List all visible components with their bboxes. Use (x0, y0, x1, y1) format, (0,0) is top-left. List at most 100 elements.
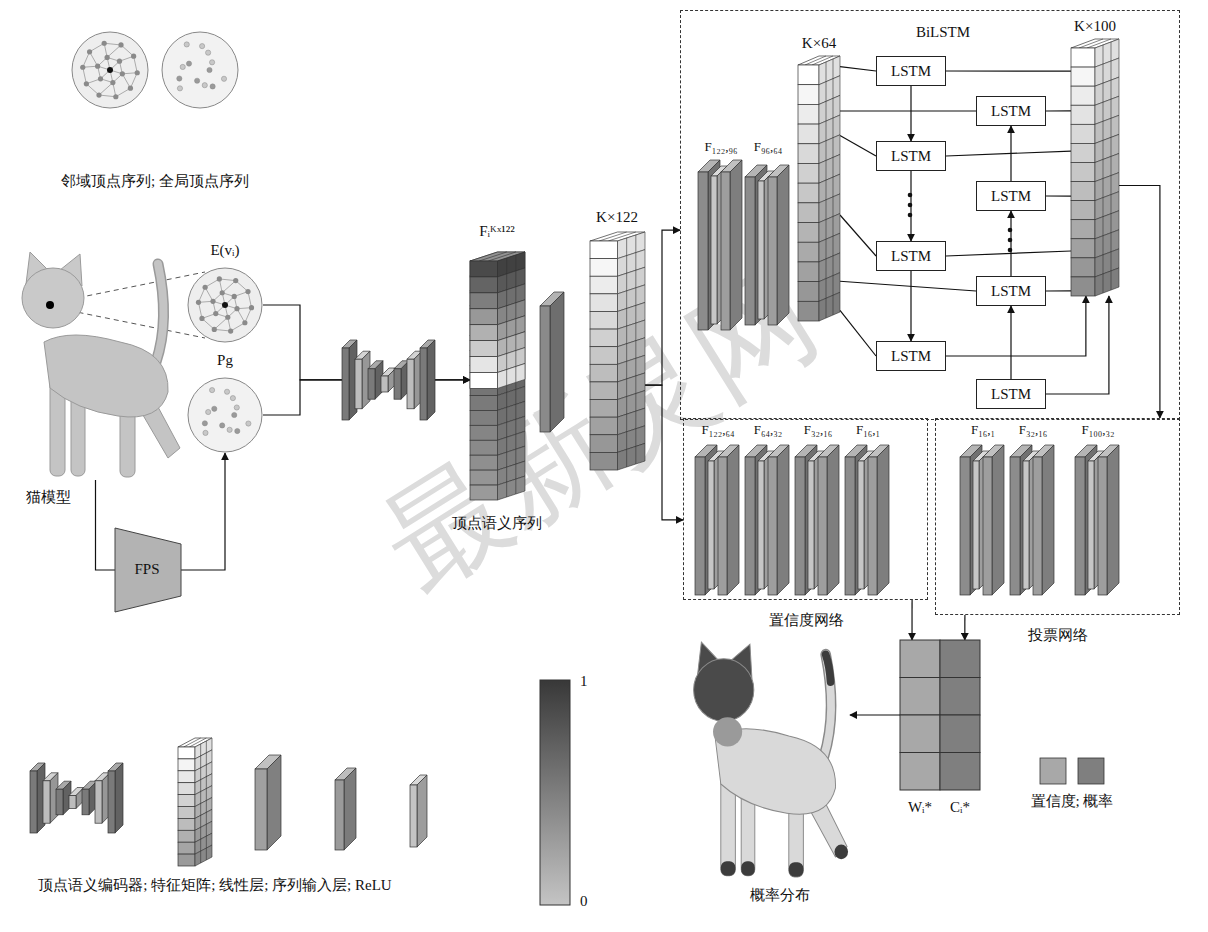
fps-trapezoid: FPS (115, 528, 181, 612)
matrix-cell (470, 261, 498, 276)
mesh-vertex (233, 278, 238, 283)
sample-point (209, 388, 214, 393)
lstm-box: LSTM (976, 276, 1046, 306)
layer-plate-front (1098, 457, 1107, 595)
layer-plate-front (960, 457, 970, 595)
legend-text: 置信度; 概率 (1031, 792, 1114, 810)
layer-plate-side (777, 165, 789, 325)
matrix-cell (470, 309, 498, 325)
layer-plate-front (758, 181, 764, 319)
feature-matrix-shape (590, 232, 645, 470)
layer-plate-side (550, 292, 564, 432)
node-label: F₁₆,₁ (971, 422, 995, 438)
sample-point (210, 84, 215, 89)
cat-paw (721, 861, 736, 876)
matrix-cell (798, 163, 819, 183)
node-label: F₃₂,₁₆ (804, 422, 833, 438)
node-label: E(vᵢ) (210, 241, 239, 259)
matrix-cell (1071, 48, 1095, 67)
layer-plate-front (698, 172, 708, 330)
sample-point (186, 61, 191, 66)
matrix-cell (470, 293, 498, 309)
sample-point (246, 421, 251, 426)
cat-figure (694, 642, 848, 877)
mesh-vertex (131, 54, 136, 59)
neighborhood-circle-shape (187, 267, 263, 343)
layer-plate-front (711, 176, 717, 324)
matrix-cell (470, 485, 498, 500)
connector (946, 151, 1071, 156)
matrix-cell (178, 747, 195, 759)
matrix-side (498, 363, 526, 388)
mesh-vertex (102, 41, 107, 46)
node-label: 投票网络 (1028, 626, 1088, 644)
lstm-label: LSTM (991, 102, 1031, 120)
sample-point (206, 409, 211, 414)
mesh-vertex (118, 42, 123, 47)
connector (1046, 110, 1071, 111)
feature-matrix-shape (470, 252, 525, 500)
confidence-cell (900, 640, 940, 678)
sample-point (199, 44, 204, 49)
layer-plate-side (344, 768, 356, 850)
sample-point (234, 405, 239, 410)
mesh-vertex (105, 55, 110, 60)
cat-body (44, 335, 168, 417)
node-label: Wᵢ* (908, 798, 932, 816)
mesh-vertex (203, 285, 208, 290)
matrix-grid (1111, 42, 1112, 290)
layer-plate-front (845, 457, 855, 595)
mesh-vertex (245, 289, 250, 294)
ellipsis-dot (1008, 228, 1013, 233)
mesh-vertex (128, 86, 133, 91)
connector (840, 310, 876, 356)
sample-point (184, 42, 189, 47)
layer-plate-front (82, 789, 89, 815)
layer-plate-front (368, 369, 375, 399)
matrix-cell (1071, 143, 1095, 162)
matrix-cell (590, 329, 618, 347)
sample-point (203, 430, 208, 435)
layer-plate-front (718, 457, 727, 595)
global-circle: Pg (187, 377, 263, 453)
network-region: F₁₂₂,₉₆F₉₆,₆₄BiLSTMK×64LSTMLSTMLSTMLSTML… (680, 10, 1180, 420)
sample-point (180, 64, 185, 69)
matrix-grid (626, 238, 627, 467)
sample-point (177, 86, 182, 91)
matrix-cell (590, 417, 618, 435)
sample-point (220, 423, 225, 428)
matrix-cell (470, 455, 498, 470)
connector (181, 453, 225, 570)
global-circle (162, 32, 238, 108)
matrix-cell (178, 807, 195, 819)
center-vertex (222, 302, 228, 308)
layer-plate-front (30, 771, 37, 833)
layer-plate-front (695, 457, 705, 595)
layer-plate-front (1023, 461, 1029, 589)
connector (1010, 306, 1011, 379)
mesh-vertex (225, 315, 230, 320)
layer-plate-front (868, 457, 877, 595)
feature-matrix: Fᵢᴷˣ¹²²顶点语义序列 (470, 252, 525, 500)
matrix-cell (1071, 67, 1095, 86)
matrix-side (819, 292, 840, 321)
layer-plate-front (745, 457, 755, 595)
mesh-vertex (135, 70, 140, 75)
matrix-grid (506, 258, 507, 385)
layer-plate-front (540, 306, 550, 432)
layer-plate-front (758, 461, 764, 589)
connector (96, 480, 116, 570)
matrix-cell (1071, 239, 1095, 258)
lstm-label: LSTM (891, 62, 931, 80)
mesh-vertex (110, 80, 115, 85)
layer-plate-front (708, 461, 714, 589)
mesh-vertex (232, 294, 237, 299)
connector (910, 271, 911, 341)
lstm-box: LSTM (976, 379, 1046, 409)
layer-plate-side (730, 160, 742, 330)
ellipsis-dot (1008, 248, 1013, 253)
mesh-vertex (217, 276, 222, 281)
matrix-cell (178, 854, 195, 866)
connector (1010, 211, 1011, 276)
lstm-box: LSTM (976, 181, 1046, 211)
